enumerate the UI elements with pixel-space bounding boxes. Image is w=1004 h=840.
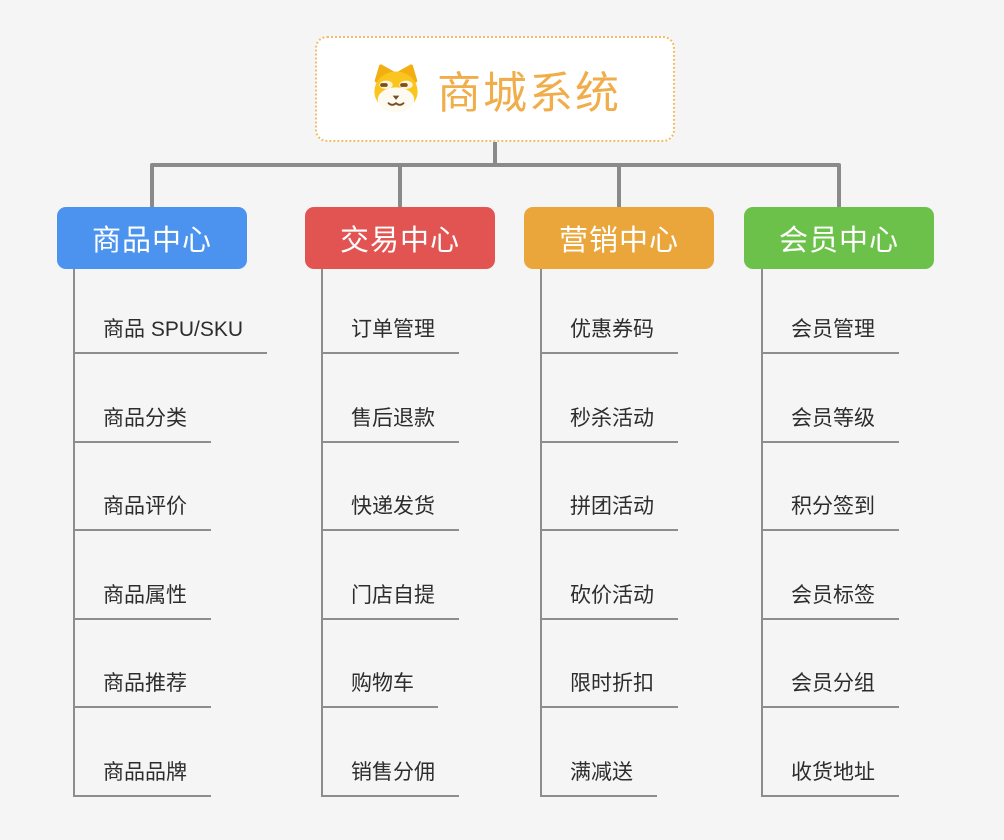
root-title: 商城系统 — [437, 69, 621, 118]
leaf-item[interactable]: 限时折扣 — [542, 671, 678, 708]
leaf-item[interactable]: 销售分佣 — [323, 760, 459, 797]
leaf-item[interactable]: 积分签到 — [763, 494, 899, 531]
connector-root-stub — [493, 140, 497, 165]
leaf-item[interactable]: 满减送 — [542, 760, 657, 797]
leaf-item[interactable]: 购物车 — [323, 671, 438, 708]
leaf-item[interactable]: 收货地址 — [763, 760, 899, 797]
leaf-item[interactable]: 门店自提 — [323, 583, 459, 620]
branch-children-marketing-center: 优惠券码 秒杀活动 拼团活动 砍价活动 限时折扣 满减送 — [540, 269, 678, 797]
leaf-item[interactable]: 商品推荐 — [75, 671, 211, 708]
branch-label: 营销中心 — [558, 225, 679, 257]
leaf-item[interactable]: 商品品牌 — [75, 760, 211, 797]
leaf-item[interactable]: 售后退款 — [323, 406, 459, 443]
leaf-item[interactable]: 会员等级 — [763, 406, 899, 443]
branch-children-product-center: 商品 SPU/SKU 商品分类 商品评价 商品属性 商品推荐 商品品牌 — [73, 269, 268, 797]
leaf-item[interactable]: 订单管理 — [323, 317, 459, 354]
branch-label: 会员中心 — [778, 225, 899, 257]
branch-label: 商品中心 — [91, 225, 212, 257]
branch-box-product-center[interactable]: 商品中心 — [57, 207, 247, 269]
root-node[interactable]: 商城系统 — [315, 36, 675, 142]
connector-drop-member — [837, 165, 841, 209]
leaf-item[interactable]: 秒杀活动 — [542, 406, 678, 443]
leaf-item[interactable]: 拼团活动 — [542, 494, 678, 531]
branch-children-trade-center: 订单管理 售后退款 快递发货 门店自提 购物车 销售分佣 — [321, 269, 459, 797]
leaf-item[interactable]: 砍价活动 — [542, 583, 678, 620]
branch-box-trade-center[interactable]: 交易中心 — [305, 207, 495, 269]
leaf-item[interactable]: 会员标签 — [763, 583, 899, 620]
leaf-item[interactable]: 商品属性 — [75, 583, 211, 620]
branch-children-member-center: 会员管理 会员等级 积分签到 会员标签 会员分组 收货地址 — [761, 269, 899, 797]
leaf-item[interactable]: 会员分组 — [763, 671, 899, 708]
shiba-dog-icon — [374, 64, 418, 113]
leaf-item[interactable]: 优惠券码 — [542, 317, 678, 354]
branch-box-member-center[interactable]: 会员中心 — [744, 207, 934, 269]
branch-label: 交易中心 — [339, 225, 460, 257]
connector-drop-trade — [398, 165, 402, 209]
leaf-item[interactable]: 商品 SPU/SKU — [75, 317, 268, 354]
connector-drop-marketing — [617, 165, 621, 209]
leaf-item[interactable]: 商品分类 — [75, 406, 211, 443]
connector-drop-product — [150, 165, 154, 209]
leaf-item[interactable]: 商品评价 — [75, 494, 211, 531]
connector-bus — [150, 163, 841, 167]
leaf-item[interactable]: 快递发货 — [323, 494, 459, 531]
leaf-item[interactable]: 会员管理 — [763, 317, 899, 354]
branch-box-marketing-center[interactable]: 营销中心 — [524, 207, 714, 269]
